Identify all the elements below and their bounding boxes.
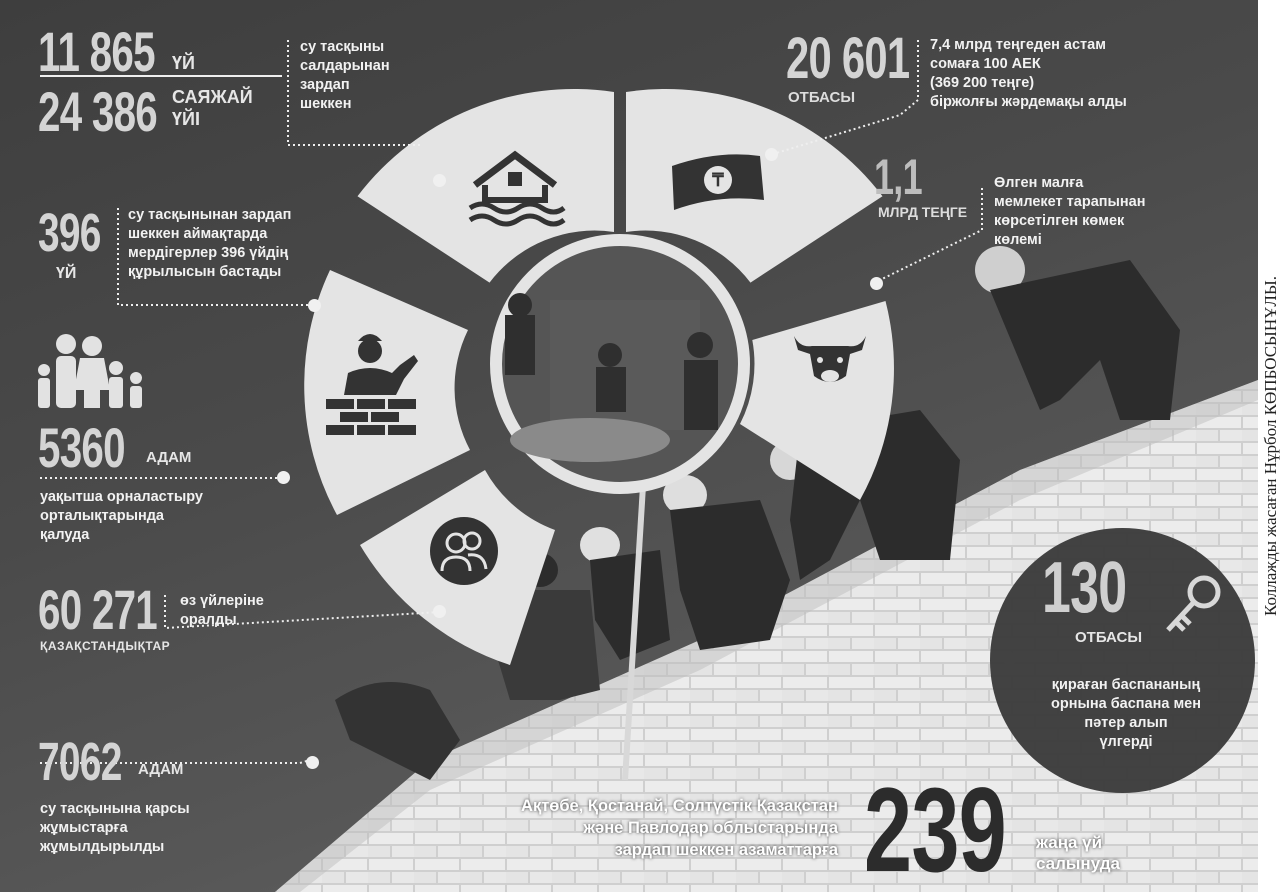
svg-text:₸: ₸ xyxy=(711,170,724,190)
connector-dot xyxy=(765,148,778,161)
people-icon xyxy=(430,517,498,585)
connector-dot xyxy=(433,605,446,618)
connector-dot xyxy=(308,299,321,312)
houses-number: 11 865 xyxy=(38,20,156,83)
connector-dot xyxy=(433,174,446,187)
photo-credit: Коллажды жасаған Нұрбол КӨПБОСЫНҰЛЫ. xyxy=(1258,0,1284,892)
dachas-unit: САЯЖАЙ xyxy=(172,87,253,107)
workers-silhouettes xyxy=(335,246,1180,780)
money-icon: ₸ xyxy=(672,154,764,210)
houses-unit: ҮЙ xyxy=(172,53,195,73)
mobilized-unit: АДАМ xyxy=(138,761,184,778)
families-unit: ОТБАСЫ xyxy=(788,89,856,106)
central-wheel xyxy=(304,89,894,665)
housing-unit: ОТБАСЫ xyxy=(1075,629,1143,646)
bricklayer-icon xyxy=(326,334,418,435)
evacuees-unit: АДАМ xyxy=(146,449,192,466)
livestock-number: 1,1 xyxy=(874,149,923,205)
returned-number: 60 271 xyxy=(38,578,158,641)
connector-dot xyxy=(306,756,319,769)
livestock-unit: МЛРД ТЕҢГЕ xyxy=(878,204,968,220)
connector-dot xyxy=(277,471,290,484)
mobilized-number: 7062 xyxy=(38,732,122,792)
connector-dot xyxy=(870,277,883,290)
families-number: 20 601 xyxy=(786,26,910,91)
flooded-house-icon xyxy=(468,150,566,227)
construction-number: 396 xyxy=(38,203,101,263)
housing-circle xyxy=(990,528,1255,793)
dachas-number: 24 386 xyxy=(38,80,158,143)
construction-unit: ҮЙ xyxy=(56,265,77,282)
returned-unit: ҚАЗАҚСТАНДЫҚТАР xyxy=(40,639,171,653)
housing-number: 130 xyxy=(1042,548,1127,628)
evacuees-number: 5360 xyxy=(38,416,126,479)
new-homes-number: 239 xyxy=(864,763,1007,892)
cow-icon xyxy=(794,336,866,382)
family-icon xyxy=(38,334,142,408)
key-icon xyxy=(1166,575,1221,632)
dachas-unit-2: ҮЙІ xyxy=(172,109,200,129)
